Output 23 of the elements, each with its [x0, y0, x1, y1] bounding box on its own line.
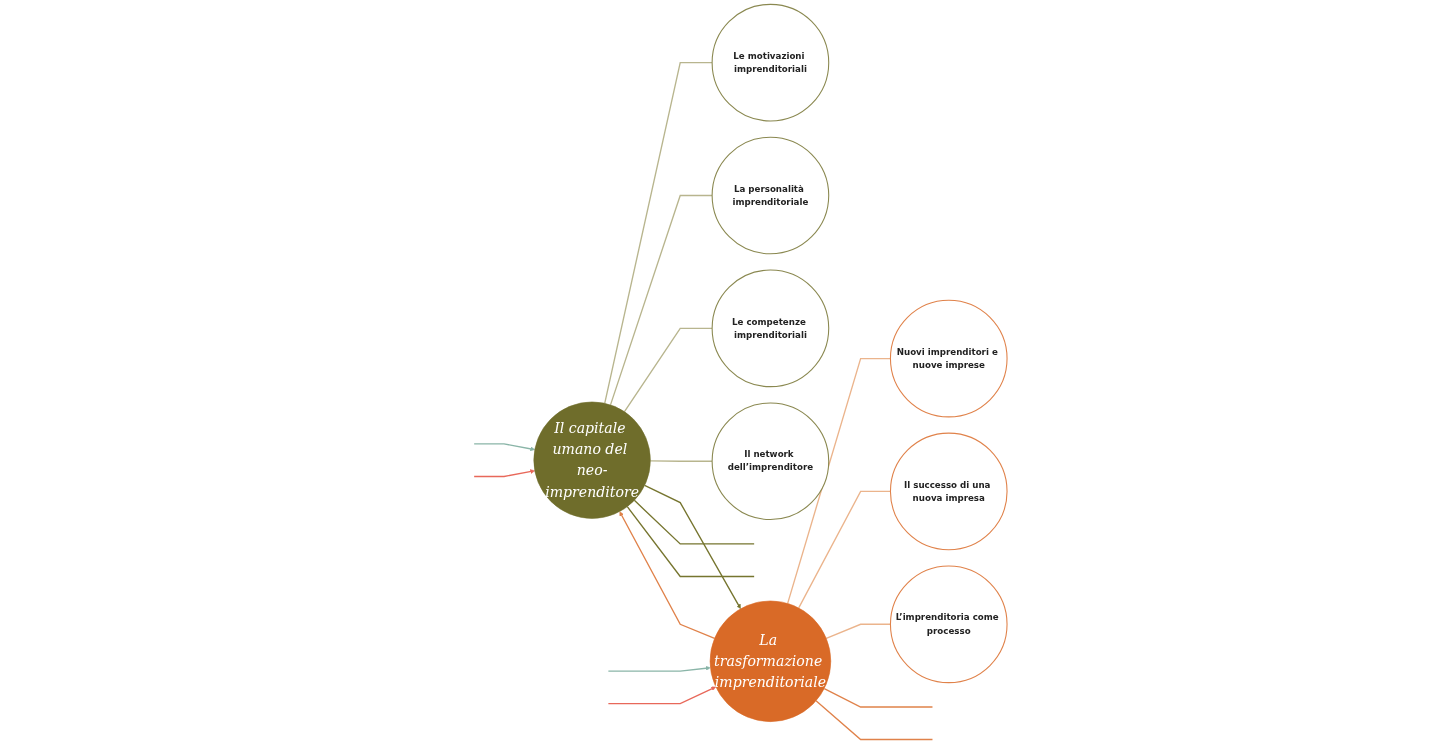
subtopic-circle: L’imprenditoria come processo: [890, 565, 1008, 684]
topic-circle: La trasformazione imprenditoriale: [709, 600, 832, 722]
connector-line: [624, 327, 713, 413]
connector-line: [649, 460, 713, 462]
topic-circle: Il capitale umano del neo-imprenditore: [533, 401, 651, 519]
connector-line: [626, 506, 755, 578]
arrow: [644, 484, 741, 609]
connector-line: [815, 700, 934, 741]
connector-line: [610, 194, 713, 406]
subtopic-circle: Il successo di una nuova impresa: [890, 432, 1008, 551]
arrow: [473, 443, 536, 452]
subtopic-circle: Le competenze imprenditoriali: [711, 269, 830, 388]
subtopic-circle: Nuovi imprenditori e nuove imprese: [890, 299, 1008, 418]
connector-line: [823, 687, 934, 708]
connector-line: [633, 499, 755, 545]
arrow: [607, 686, 717, 705]
subtopic-circle: La personalità imprenditoriale: [711, 136, 830, 255]
subtopic-circle: Il network dell’imprenditore: [711, 402, 830, 521]
arrow: [619, 511, 716, 640]
subtopic-circle: Le motivazioni imprenditoriali: [711, 3, 830, 122]
arrow: [473, 469, 536, 478]
connector-line: [604, 61, 713, 404]
arrow: [607, 665, 711, 672]
